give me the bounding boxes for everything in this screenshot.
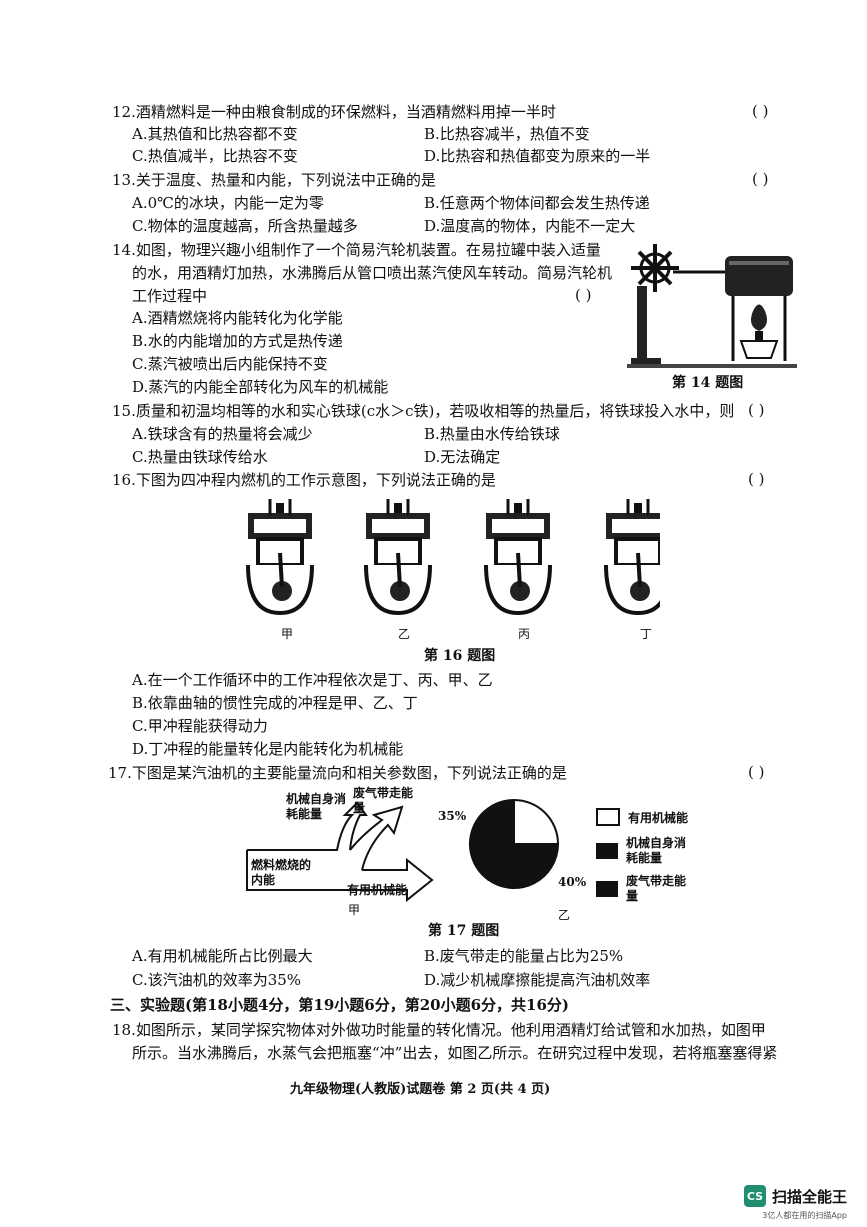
q13-stem: 13.关于温度、热量和内能，下列说法中正确的是 xyxy=(112,171,436,189)
legend-label-exhaust: 废气带走能量 xyxy=(626,874,687,903)
q17-stem: 17.下图是某汽油机的主要能量流向和相关参数图，下列说法正确的是 xyxy=(108,764,567,782)
q12-option-b: B.比热容减半，热值不变 xyxy=(424,125,590,143)
legend-swatch-white xyxy=(596,808,620,826)
q13-option-c: C.物体的温度越高，所含热量越多 xyxy=(132,217,358,235)
q14-stem-2: 的水，用酒精灯加热，水沸腾后从管口喷出蒸汽使风车转动。简易汽轮机 xyxy=(132,264,613,282)
q15-option-c: C.热量由铁球传给水 xyxy=(132,448,268,466)
q16-stem: 16.下图为四冲程内燃机的工作示意图，下列说法正确的是 xyxy=(112,471,496,489)
q17-option-c: C.该汽油机的效率为35% xyxy=(132,971,302,989)
q12-stem: 12.酒精燃料是一种由粮食制成的环保燃料，当酒精燃料用掉一半时 xyxy=(112,103,556,121)
q17-energy-flow-diagram xyxy=(246,801,434,903)
q17-pie-chart xyxy=(469,798,560,889)
q17-option-d: D.减少机械摩擦能提高汽油机效率 xyxy=(424,971,651,989)
scanner-watermark: CS 扫描全能王 xyxy=(743,1185,847,1207)
q14-option-a: A.酒精燃烧将内能转化为化学能 xyxy=(132,309,343,327)
q17-legend: 有用机械能 机械自身消耗能量 废气带走能量 xyxy=(596,806,688,906)
legend-label-useful: 有用机械能 xyxy=(628,810,689,825)
q17-pie-label-35: 35% xyxy=(438,809,467,823)
q16-label-bing: 丙 xyxy=(518,627,531,641)
q17-flow-friction-label: 机械自身消耗能量 xyxy=(286,792,347,821)
watermark-title: 扫描全能王 xyxy=(771,1187,847,1206)
q15-answer-paren[interactable]: ( ) xyxy=(748,401,765,419)
q18-line-2: 所示。当水沸腾后，水蒸气会把瓶塞“冲”出去，如图乙所示。在研究过程中发现，若将瓶… xyxy=(132,1044,778,1062)
q15-option-b: B.热量由水传给铁球 xyxy=(424,425,560,443)
legend-item-friction: 机械自身消耗能量 xyxy=(596,834,688,868)
q18-line-1: 18.如图所示，某同学探究物体对外做功时能量的转化情况。他利用酒精灯给试管和水加… xyxy=(112,1021,766,1039)
pie-slice-0 xyxy=(513,798,560,845)
q15-stem: 15.质量和初温均相等的水和实心铁球(c水＞c铁)，若吸收相等的热量后，将铁球投… xyxy=(112,402,735,420)
legend-swatch-black xyxy=(596,881,618,897)
q15-option-d: D.无法确定 xyxy=(424,448,501,466)
q16-option-a: A.在一个工作循环中的工作冲程依次是丁、丙、甲、乙 xyxy=(132,671,493,689)
q14-option-d: D.蒸汽的内能全部转化为风车的机械能 xyxy=(132,378,389,396)
q17-figure-caption: 第 17 题图 xyxy=(428,923,500,939)
q12-option-d: D.比热容和热值都变为原来的一半 xyxy=(424,147,651,165)
q14-answer-paren[interactable]: ( ) xyxy=(575,286,592,304)
q14-option-b: B.水的内能增加的方式是热传递 xyxy=(132,332,343,350)
q16-engine-diagram xyxy=(246,497,660,615)
q12-option-a: A.其热值和比热容都不变 xyxy=(132,125,298,143)
q15-option-a: A.铁球含有的热量将会减少 xyxy=(132,425,313,443)
pie-slice-1 xyxy=(486,843,560,889)
q13-option-a: A.0℃的冰块，内能一定为零 xyxy=(132,194,324,212)
q16-answer-paren[interactable]: ( ) xyxy=(748,470,765,488)
q17-option-a: A.有用机械能所占比例最大 xyxy=(132,947,313,965)
camscanner-logo-icon: CS xyxy=(743,1185,766,1207)
q13-option-b: B.任意两个物体间都会发生热传递 xyxy=(424,194,650,212)
pie-slice-2 xyxy=(469,798,515,881)
q16-figure-caption: 第 16 题图 xyxy=(424,648,496,664)
q14-stem-3: 工作过程中 xyxy=(132,287,208,305)
q14-stem-1: 14.如图，物理兴趣小组制作了一个简易汽轮机装置。在易拉罐中装入适量 xyxy=(112,241,601,259)
q16-label-yi: 乙 xyxy=(398,627,411,641)
q17-flow-fuel-label: 燃料燃烧的内能 xyxy=(251,858,312,887)
q17-flow-exhaust-label: 废气带走能量 xyxy=(353,786,414,815)
q17-figure-jia-label: 甲 xyxy=(348,903,361,917)
q17-figure-yi-label: 乙 xyxy=(558,908,571,922)
legend-item-useful: 有用机械能 xyxy=(596,806,688,828)
q17-answer-paren[interactable]: ( ) xyxy=(748,763,765,781)
q16-option-c: C.甲冲程能获得动力 xyxy=(132,717,268,735)
q14-figure-caption: 第 14 题图 xyxy=(672,375,744,391)
section-3-heading: 三、实验题(第18小题4分，第19小题6分，第20小题6分，共16分) xyxy=(110,996,570,1014)
legend-label-friction: 机械自身消耗能量 xyxy=(626,836,687,865)
q17-pie-label-40: 40% xyxy=(558,875,587,889)
q14-option-c: C.蒸汽被喷出后内能保持不变 xyxy=(132,355,328,373)
q12-option-c: C.热值减半，比热容不变 xyxy=(132,147,298,165)
q16-option-d: D.丁冲程的能量转化是内能转化为机械能 xyxy=(132,740,404,758)
q14-turbine-figure xyxy=(627,244,797,368)
q13-option-d: D.温度高的物体，内能不一定大 xyxy=(424,217,636,235)
q16-label-jia: 甲 xyxy=(281,627,294,641)
q12-answer-paren[interactable]: ( ) xyxy=(752,102,769,120)
legend-item-exhaust: 废气带走能量 xyxy=(596,872,688,906)
watermark-subtitle: 3亿人都在用的扫描App xyxy=(762,1211,847,1220)
page-footer: 九年级物理(人教版)试题卷 第 2 页(共 4 页) xyxy=(290,1082,551,1097)
q16-option-b: B.依靠曲轴的惯性完成的冲程是甲、乙、丁 xyxy=(132,694,418,712)
q17-flow-useful-label: 有用机械能 xyxy=(347,883,408,897)
legend-swatch-black xyxy=(596,843,618,859)
q16-label-ding: 丁 xyxy=(640,627,653,641)
q13-answer-paren[interactable]: ( ) xyxy=(752,170,769,188)
q17-option-b: B.废气带走的能量占比为25% xyxy=(424,947,624,965)
